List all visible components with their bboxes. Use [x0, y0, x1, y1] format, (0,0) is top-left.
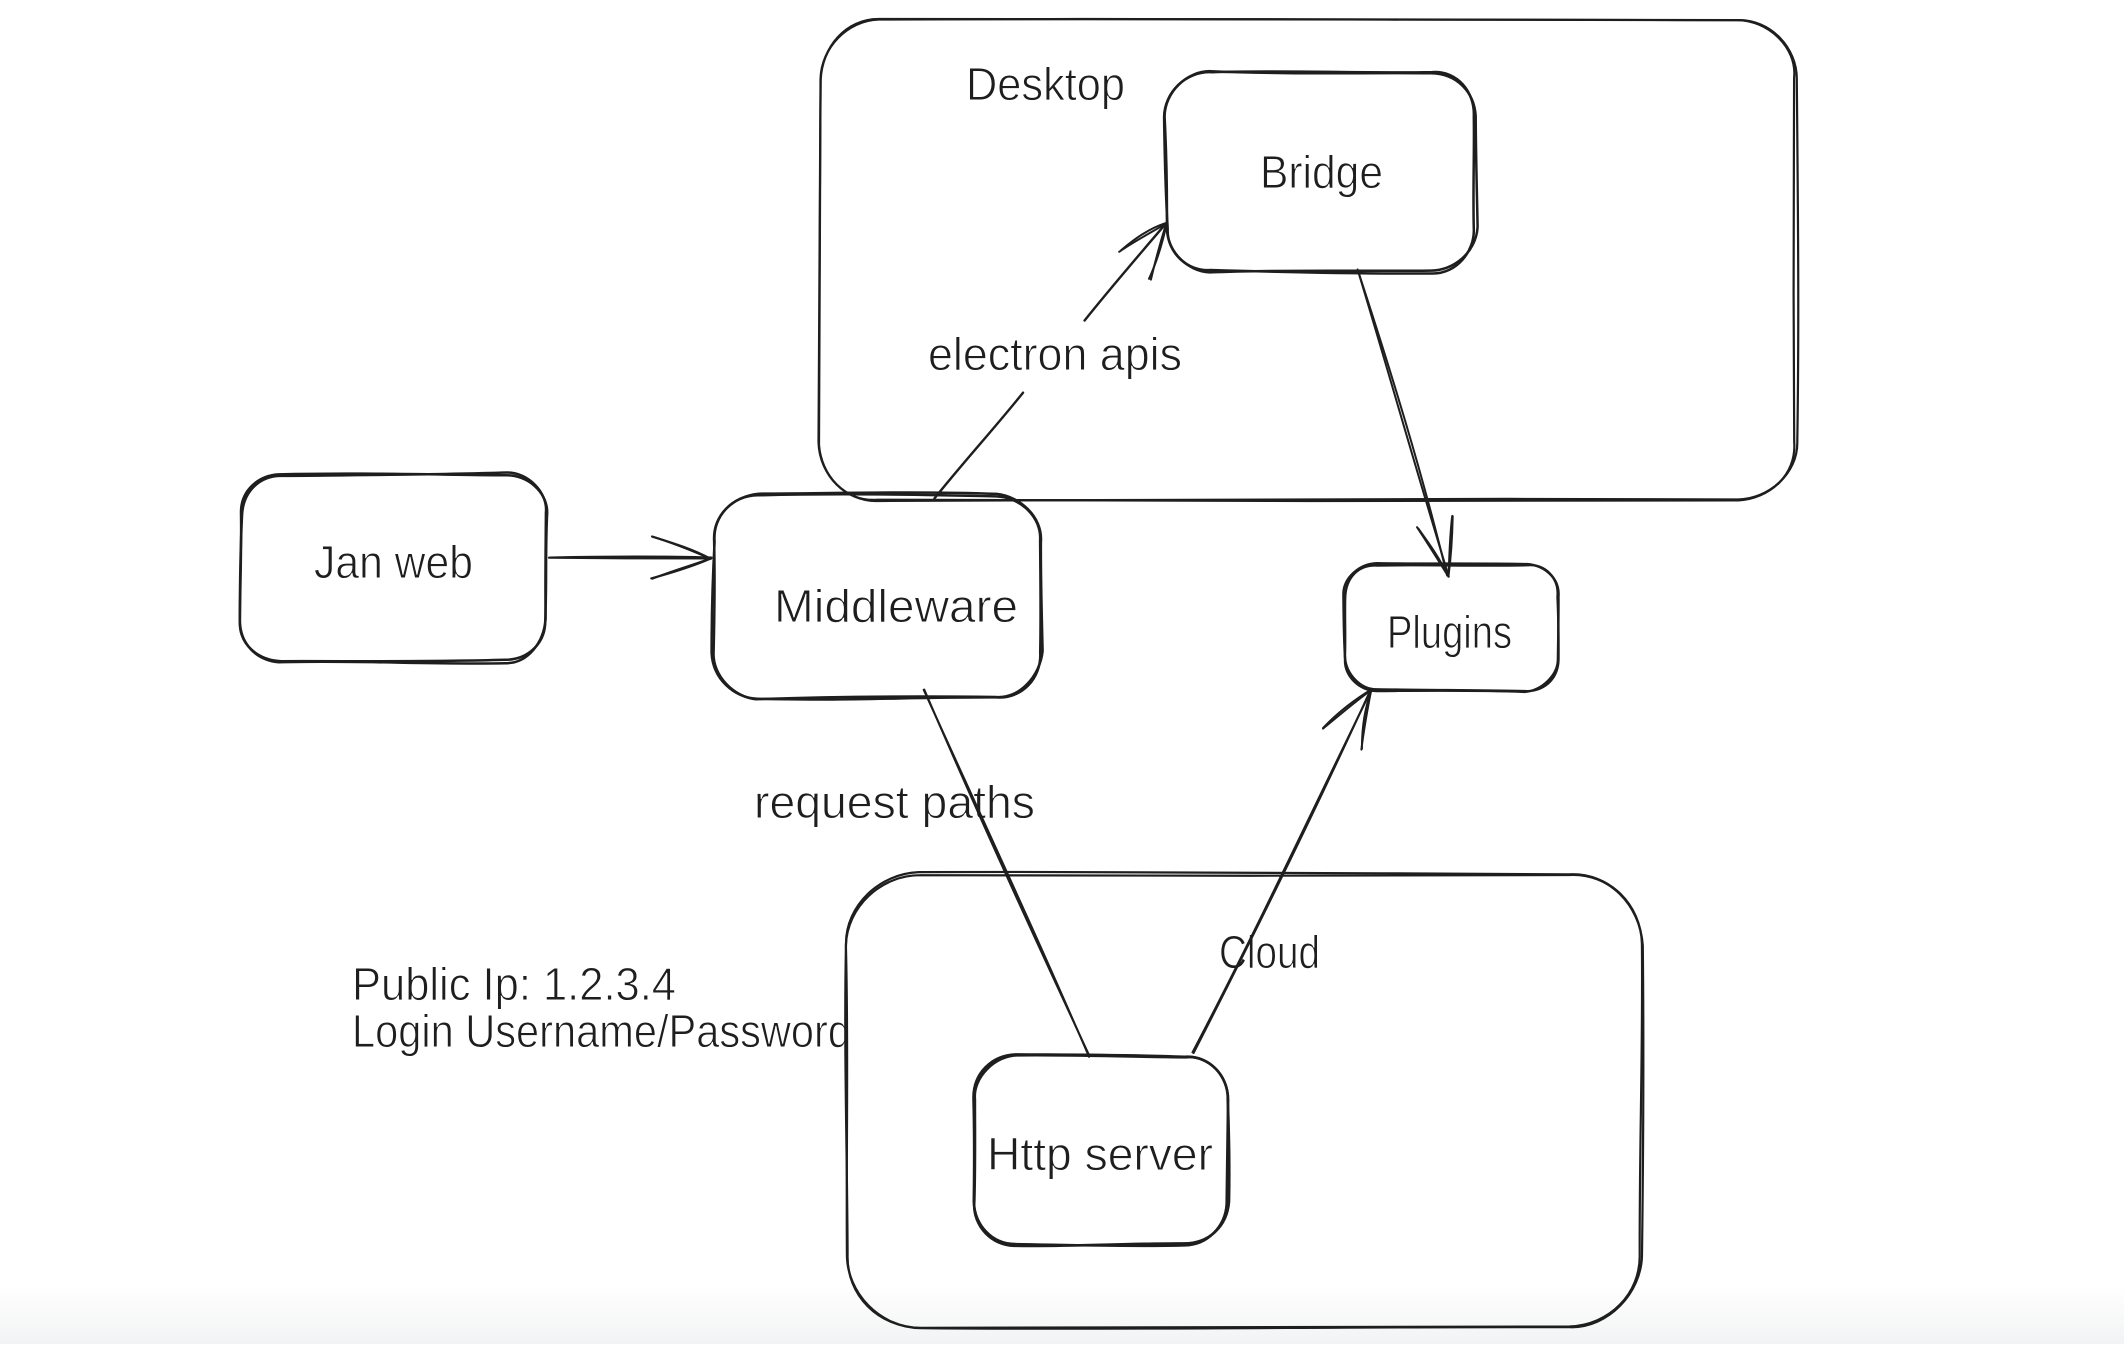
svg-text:Public Ip: 1.2.3.4: Public Ip: 1.2.3.4 — [352, 958, 676, 1010]
svg-text:Middleware: Middleware — [774, 580, 1018, 632]
svg-text:Plugins: Plugins — [1387, 606, 1512, 658]
svg-text:Desktop: Desktop — [966, 58, 1125, 110]
svg-text:electron apis: electron apis — [928, 328, 1182, 380]
svg-text:request paths: request paths — [754, 776, 1035, 828]
svg-text:Jan web: Jan web — [314, 536, 473, 588]
svg-text:Bridge: Bridge — [1260, 146, 1383, 198]
svg-text:Login Username/Password: Login Username/Password — [352, 1005, 851, 1057]
svg-text:Http server: Http server — [987, 1128, 1213, 1180]
